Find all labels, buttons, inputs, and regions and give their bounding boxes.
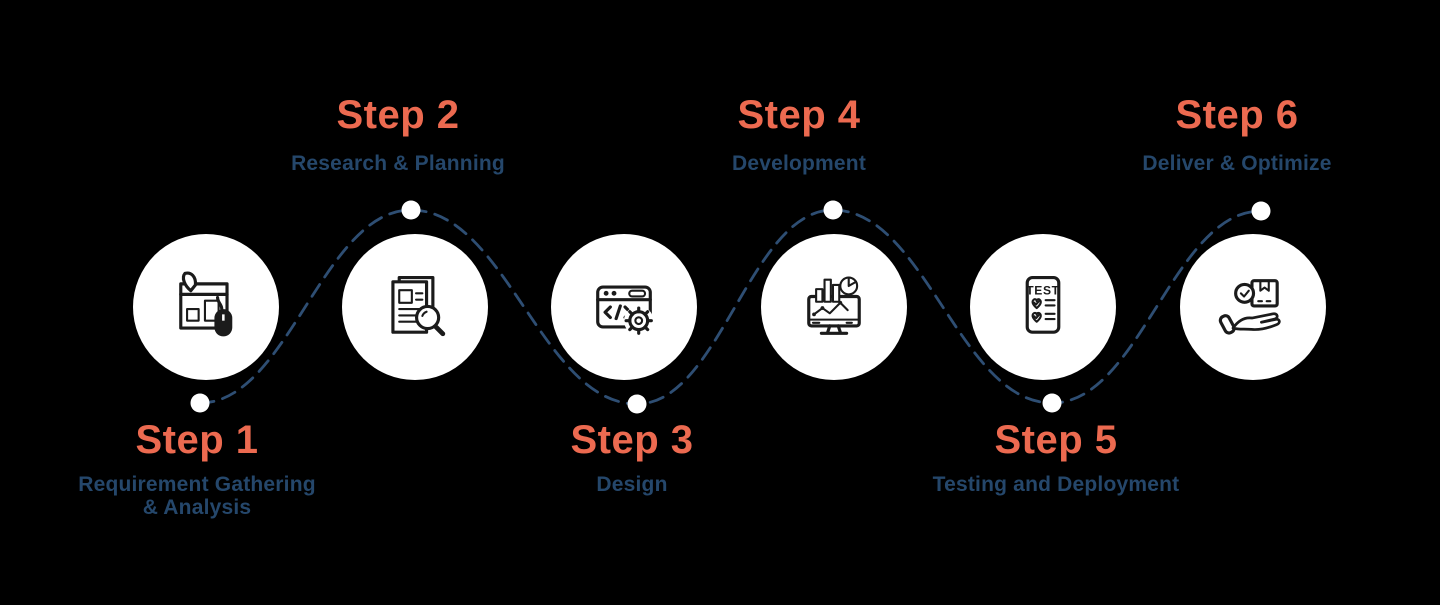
connector-dashed-path <box>198 208 1263 406</box>
step-6-subtitle: Deliver & Optimize <box>1142 152 1332 175</box>
step-4-label: Step 4 Development <box>599 92 999 175</box>
step-3-label: Step 3 Design <box>432 417 832 496</box>
connector-dot <box>401 200 421 220</box>
connector-dot <box>1042 393 1062 413</box>
step-3-subtitle: Design <box>596 473 668 496</box>
step-1-label: Step 1 Requirement Gathering & Analysis <box>0 417 397 519</box>
step-4-circle <box>761 234 907 380</box>
step-5-subtitle: Testing and Deployment <box>932 473 1180 496</box>
step-5-circle: TEST <box>970 234 1116 380</box>
connector-dot <box>190 393 210 413</box>
step-5-label: Step 5 Testing and Deployment <box>856 417 1256 496</box>
document-magnifier-icon <box>391 275 446 337</box>
step-2-title: Step 2 <box>336 93 460 137</box>
delivery-hand-icon <box>1218 279 1281 335</box>
step-1-circle <box>133 234 279 380</box>
step-4-subtitle: Development <box>731 152 867 175</box>
step-6-label: Step 6 Deliver & Optimize <box>1037 92 1437 175</box>
test-checklist-icon: TEST <box>1025 275 1061 334</box>
step-3-title: Step 3 <box>570 418 694 462</box>
step-4-title: Step 4 <box>737 93 861 137</box>
analytics-monitor-icon <box>807 276 861 335</box>
step-3-circle <box>551 234 697 380</box>
step-1-title: Step 1 <box>135 418 259 462</box>
connector-dot <box>1251 201 1271 221</box>
step-6-title: Step 6 <box>1175 93 1299 137</box>
test-icon-label: TEST <box>1026 283 1059 297</box>
step-1-subtitle: Requirement Gathering & Analysis <box>78 473 316 519</box>
step-6-circle <box>1180 234 1326 380</box>
step-2-subtitle: Research & Planning <box>291 152 505 175</box>
connector-dot <box>823 200 843 220</box>
step-2-circle <box>342 234 488 380</box>
code-window-gear-icon <box>596 285 654 336</box>
step-2-label: Step 2 Research & Planning <box>198 92 598 175</box>
step-5-title: Step 5 <box>994 418 1118 462</box>
connector-dot <box>627 394 647 414</box>
wireframe-mouse-icon <box>179 271 233 337</box>
